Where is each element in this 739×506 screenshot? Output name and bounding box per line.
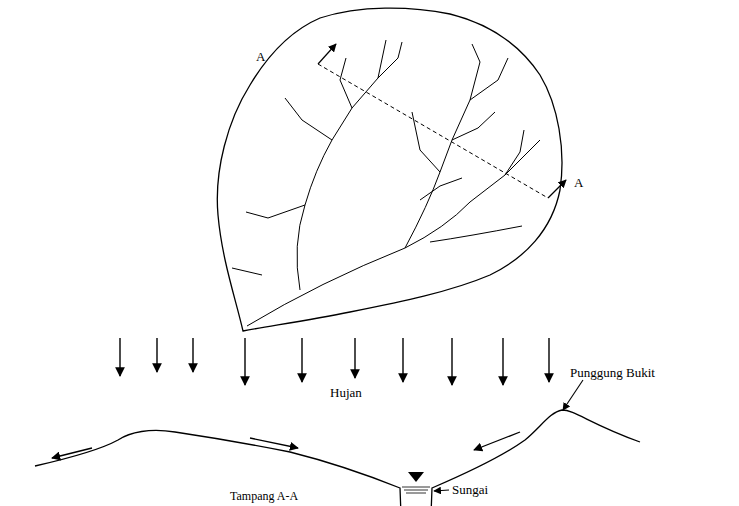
river-branch [452, 112, 495, 140]
river-branch [378, 42, 402, 78]
section-title: Tampang A-A [230, 490, 298, 503]
rain-arrows [120, 338, 549, 385]
river-branch [405, 44, 480, 248]
section-line [318, 64, 548, 198]
section-label: A [574, 176, 583, 190]
river-branch [505, 130, 524, 175]
rain-arrow [156, 338, 157, 372]
river-branch [420, 178, 462, 200]
water-line [402, 487, 430, 488]
rain-arrow [192, 338, 193, 372]
rain-arrow [301, 338, 302, 382]
flow-arrow [474, 432, 520, 450]
rain-arrow [244, 338, 245, 385]
rain-arrow [119, 338, 120, 376]
rain-arrow [451, 338, 452, 385]
river-branch [430, 226, 522, 242]
rain-label: Hujan [330, 386, 362, 400]
section-arrow [548, 180, 566, 198]
river-branch [232, 268, 262, 275]
river-branch [470, 58, 508, 100]
river-network [232, 40, 540, 326]
water-hatching [402, 487, 430, 493]
water-line [404, 490, 428, 491]
rain-arrow [502, 338, 503, 385]
river-branch [297, 40, 386, 290]
rain-arrow [402, 338, 403, 382]
rain-arrow [548, 338, 549, 382]
section-label: A [256, 50, 265, 64]
flow-arrow [52, 448, 92, 458]
water-level-symbol [408, 472, 424, 482]
leader-arrow [434, 490, 449, 491]
flow-arrows [52, 432, 520, 458]
rain-arrow [354, 338, 355, 378]
river-branch [285, 98, 332, 140]
ridge-label: Punggung Bukit [570, 366, 655, 380]
river-label: Sungai [452, 483, 488, 497]
leader-arrow [563, 380, 583, 410]
watershed-outline [217, 8, 562, 331]
flow-arrow [250, 438, 298, 448]
river-branch [246, 205, 305, 218]
ground-profile [35, 410, 640, 506]
section-arrow [318, 44, 336, 64]
water-line [406, 493, 426, 494]
